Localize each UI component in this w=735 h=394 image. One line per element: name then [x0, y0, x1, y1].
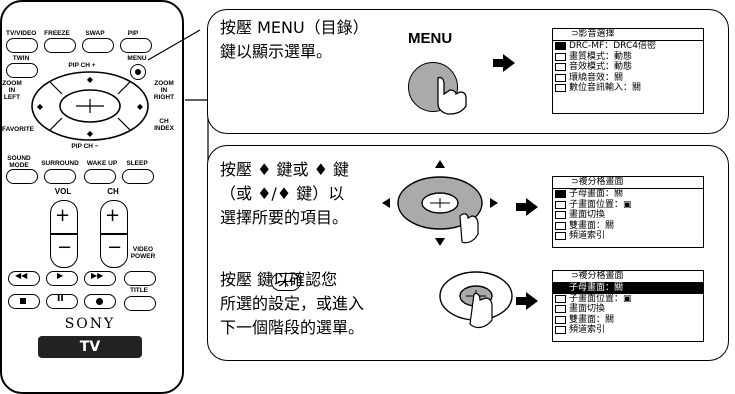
screen-row: 頻道索引 [553, 325, 703, 336]
step3-text-line3: 下一個階段的選單。 [220, 318, 365, 337]
record-button[interactable] [84, 294, 116, 309]
screen-row: 音效模式：動態 [553, 62, 703, 73]
step1-panel: 按壓 MENU（目錄） 鍵以顯示選單。 MENU ⊃影音選擇 DRC-MF：DR… [207, 9, 729, 134]
screen-row: DRC-MF：DRC4倍密 [553, 41, 703, 52]
svg-text:◆: ◆ [37, 102, 44, 111]
swap-button[interactable] [82, 38, 114, 53]
enter-key-icon [271, 273, 301, 291]
title-label: TITLE [129, 287, 149, 294]
vol-label: VOL [54, 187, 72, 196]
screen-row: 畫面切換 [553, 304, 703, 315]
step2-screen: ⊃複分格畫面 子母畫面：關 子畫面位置：▣ 畫面切換 雙畫面：關 頻道索引 [552, 176, 704, 248]
rewind-button[interactable]: ◀◀ [8, 271, 40, 286]
surround-button[interactable] [44, 169, 76, 184]
screen-title: ⊃複分格畫面 [553, 177, 703, 189]
sleep-button[interactable] [122, 169, 154, 184]
screen-row: 子畫面位置：▣ [553, 200, 703, 211]
vol-rocker[interactable]: + − [50, 200, 78, 268]
screen-row: 環繞音效：關 [553, 73, 703, 84]
svg-text:◆: ◆ [87, 75, 94, 84]
tv-badge: TV [38, 336, 142, 358]
menu-button-label: MENU [408, 30, 453, 47]
sound-mode-button[interactable] [6, 169, 38, 184]
title-button[interactable] [124, 296, 156, 311]
favorite-label: FAVORITE [2, 126, 35, 133]
svg-text:◆: ◆ [137, 102, 144, 111]
wakeup-button[interactable] [84, 169, 116, 184]
stop-button[interactable] [8, 294, 40, 309]
play-button[interactable]: ▶ [46, 271, 78, 286]
pip-ch-minus-label: PIP CH − [71, 143, 99, 150]
ch-label: CH [107, 187, 119, 196]
screen-row: 子母畫面：關 [553, 189, 703, 200]
sony-logo: SONY [64, 316, 116, 332]
menu-remote-button[interactable] [130, 64, 146, 80]
swap-label: SWAP [85, 30, 105, 37]
freeze-label: FREEZE [44, 30, 70, 37]
screen-row: 子母畫面：關 [553, 283, 703, 294]
step2-text-line2: （或 ♦/♦ 鍵）以 [220, 184, 345, 203]
arrow-right-icon [516, 198, 538, 216]
screen-row: 頻道索引 [553, 231, 703, 242]
screen-title: ⊃影音選擇 [553, 29, 703, 41]
step3-screen: ⊃複分格畫面 子母畫面：關 子畫面位置：▣ 畫面切換 雙畫面：關 頻道索引 [552, 270, 704, 342]
step3-text-line2: 所選的設定，或進入 [220, 294, 365, 313]
screen-row: 雙畫面：關 [553, 315, 703, 326]
screen-title: ⊃複分格畫面 [553, 271, 703, 283]
step2-text-line3: 選擇所要的項目。 [220, 208, 349, 227]
twin-button[interactable] [6, 63, 38, 78]
pip-button[interactable] [120, 38, 152, 53]
arrow-right-icon [516, 292, 538, 310]
pause-button[interactable]: II [46, 294, 78, 309]
svg-text:◆: ◆ [87, 129, 94, 138]
pip-ch-plus-label: PIP CH + [68, 62, 96, 69]
sleep-label: SLEEP [126, 160, 148, 167]
screen-row: 雙畫面：關 [553, 221, 703, 232]
twin-label: TWIN [12, 55, 30, 62]
video-power-button[interactable] [124, 271, 156, 286]
screen-row: 畫質模式：動態 [553, 52, 703, 63]
hand-press-icon [437, 76, 467, 115]
joystick-directions-icon [382, 160, 498, 246]
screen-row: 數位音訊輸入：關 [553, 83, 703, 94]
remote-control: TV/VIDEO FREEZE SWAP PIP TWIN MENU PIP C… [0, 0, 184, 394]
fastforward-button[interactable]: ▶▶ [84, 271, 116, 286]
tvvideo-button[interactable] [6, 38, 38, 53]
step1-screen: ⊃影音選擇 DRC-MF：DRC4倍密 畫質模式：動態 音效模式：動態 環繞音效… [552, 28, 704, 114]
joystick-pad[interactable]: ◆ ◆ ◆ ◆ [30, 70, 150, 142]
screen-row: 畫面切換 [553, 210, 703, 221]
menu-remote-label: MENU [127, 55, 147, 62]
screen-row: 子畫面位置：▣ [553, 294, 703, 305]
step1-text-line2: 鍵以顯示選單。 [220, 42, 333, 61]
pip-label: PIP [127, 30, 139, 37]
arrow-right-icon [493, 54, 515, 72]
step2-panel: 按壓 ♦ 鍵或 ♦ 鍵 （或 ♦/♦ 鍵）以 選擇所要的項目。 ⊃複分格畫面 子… [207, 145, 729, 361]
freeze-button[interactable] [44, 38, 76, 53]
step1-text-line1: 按壓 MENU（目錄） [220, 18, 369, 37]
wakeup-label: WAKE UP [86, 160, 118, 167]
step2-text-line1: 按壓 ♦ 鍵或 ♦ 鍵 [220, 160, 350, 179]
ch-rocker[interactable]: + − [100, 200, 128, 268]
tvvideo-label: TV/VIDEO [6, 30, 37, 37]
joystick-enter-icon [439, 271, 513, 329]
surround-label: SURROUND [41, 160, 79, 167]
